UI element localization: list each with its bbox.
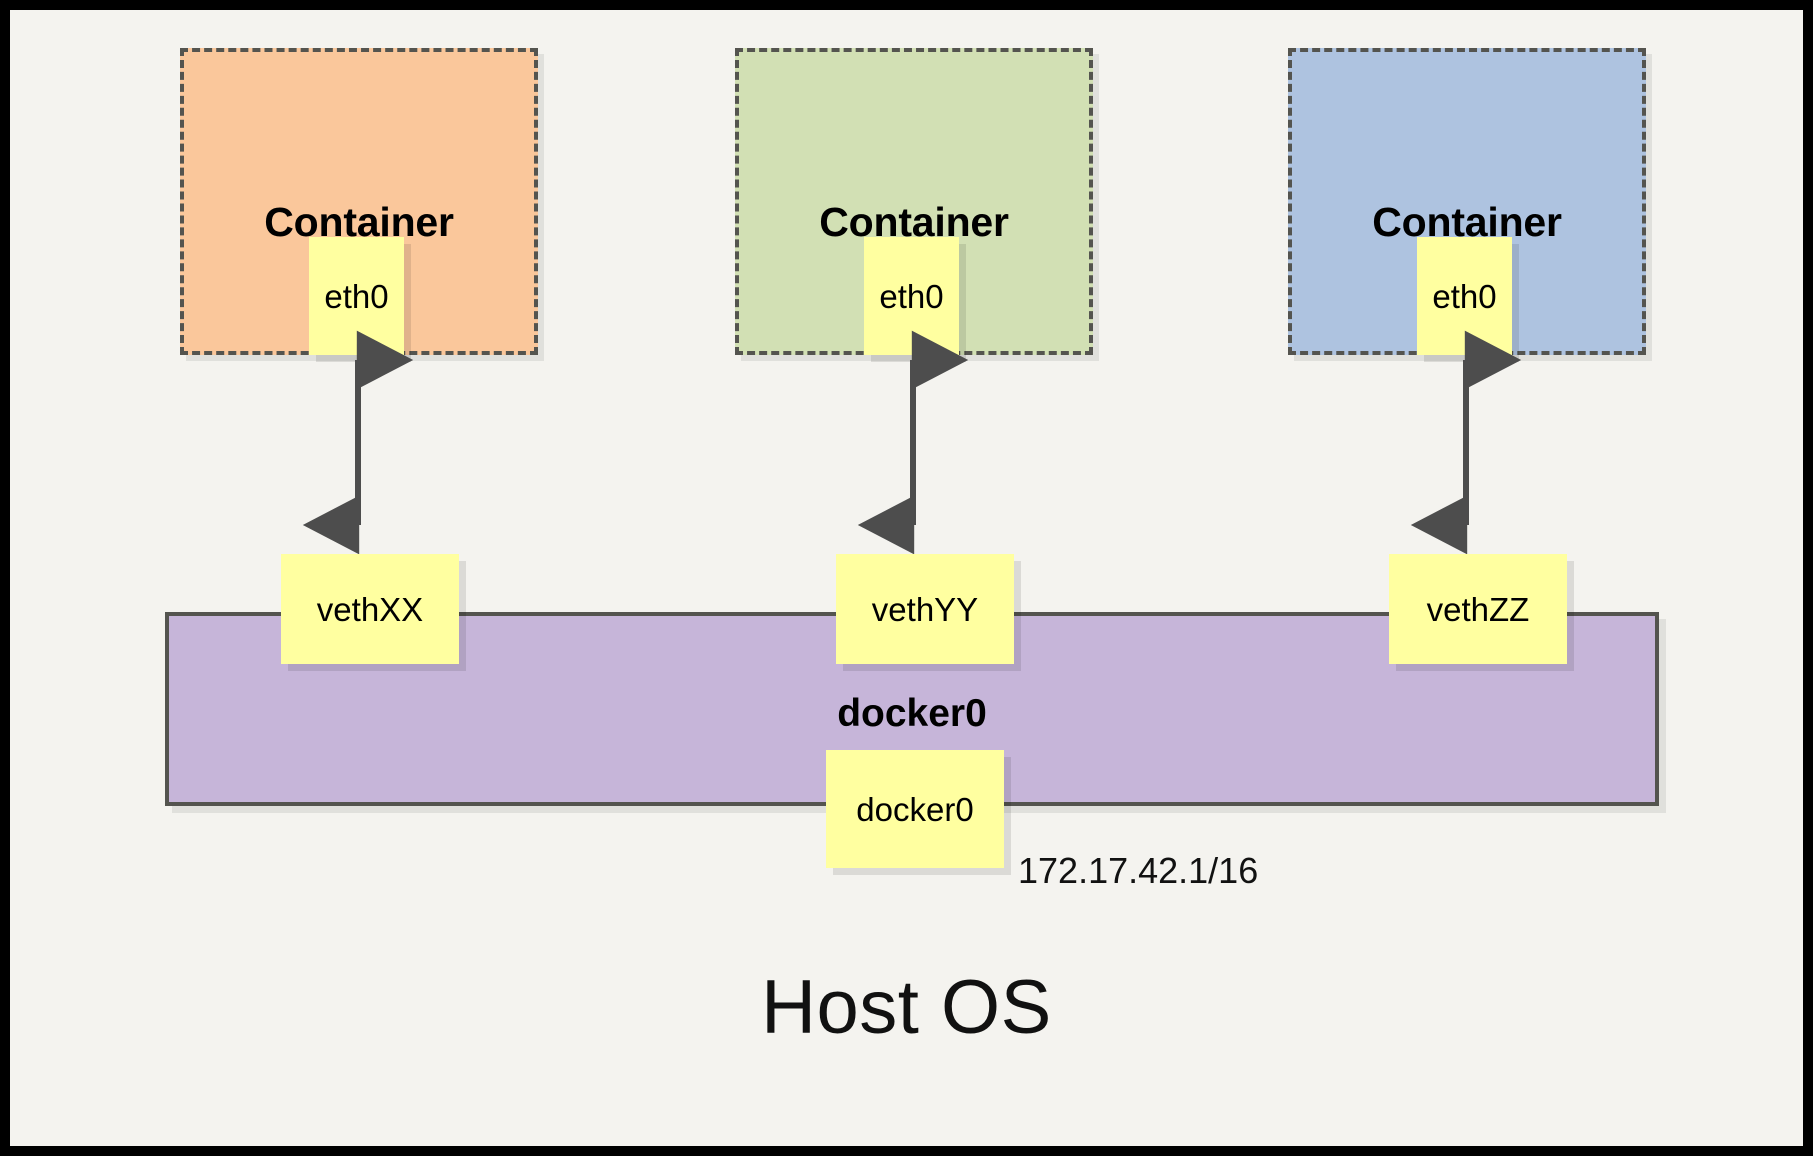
host-os-title: Host OS [761, 965, 1052, 1050]
eth0-label-3: eth0 [1432, 277, 1497, 315]
veth-box-1[interactable]: vethXX [281, 554, 459, 664]
veth-box-3[interactable]: vethZZ [1389, 554, 1567, 664]
eth0-label-2: eth0 [879, 277, 944, 315]
veth-label-1: vethXX [316, 590, 424, 628]
docker0-ip-address: 172.17.42.1/16 [1018, 850, 1259, 891]
docker0-interface-box[interactable]: docker0 [826, 750, 1004, 868]
docker0-interface-label: docker0 [856, 790, 974, 828]
eth0-box-3[interactable]: eth0 [1417, 237, 1512, 355]
container-title-2: Container [819, 199, 1009, 245]
link-arrow-3 [1410, 330, 1522, 555]
veth-label-2: vethYY [871, 590, 979, 628]
link-arrow-2 [857, 330, 969, 555]
container-title-1: Container [264, 199, 454, 245]
eth0-box-1[interactable]: eth0 [309, 237, 404, 355]
veth-label-3: vethZZ [1426, 590, 1530, 628]
diagram-stage: Container eth0 Container eth0 Container … [10, 10, 1803, 1146]
docker0-bridge-label: docker0 [837, 692, 987, 735]
eth0-box-2[interactable]: eth0 [864, 237, 959, 355]
link-arrow-1 [302, 330, 414, 555]
container-title-3: Container [1372, 199, 1562, 245]
veth-box-2[interactable]: vethYY [836, 554, 1014, 664]
eth0-label-1: eth0 [324, 277, 389, 315]
